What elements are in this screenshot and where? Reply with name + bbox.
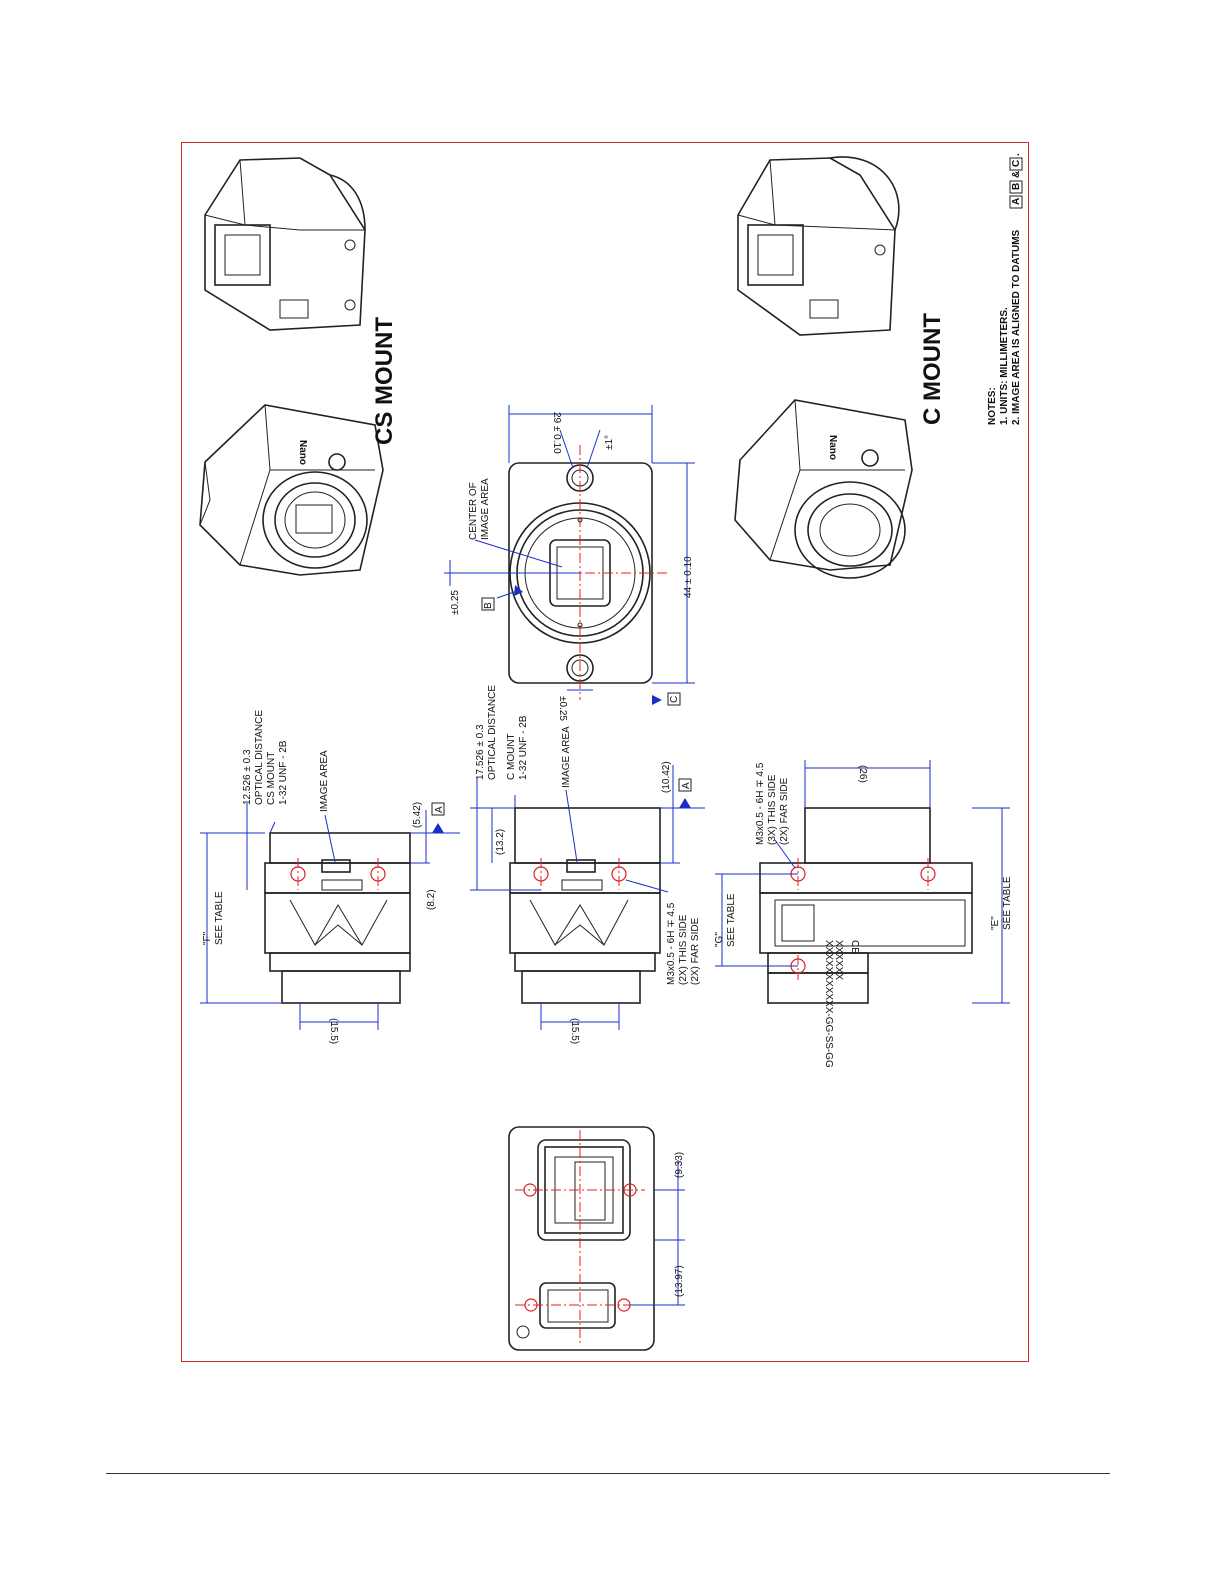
notes-heading: NOTES: [987, 387, 998, 425]
c-mount-spec: C MOUNT [506, 733, 517, 780]
cs-mount-spec: CS MOUNT [266, 752, 277, 805]
notes-datum-a: A [1011, 198, 1022, 205]
cs-dim-15-5: (15.5) [328, 1018, 339, 1044]
notes-amp: & [1011, 171, 1022, 178]
bottom-dim-26: (26) [857, 765, 868, 783]
c-dim-13-2: (13.2) [495, 829, 506, 855]
bottom-label-line-2: XXXXXX [833, 940, 844, 980]
drawing-sheet [181, 142, 1029, 1362]
front-dim-1-degree: ±1° [604, 435, 615, 450]
c-side-view [470, 765, 705, 1030]
c-mount-title: C MOUNT [919, 313, 946, 425]
bottom-view [715, 760, 1010, 1004]
c-m3-this-side: (2X) THIS SIDE [678, 914, 689, 985]
bottom-m3-spec: M3x0.5 - 6H ∓ 4.5 [755, 762, 766, 845]
front-dim-0-25-a: ±0.25 [450, 590, 461, 615]
cs-mount-title: CS MOUNT [371, 317, 398, 445]
cs-image-area-label: IMAGE AREA [319, 750, 330, 812]
ce-mark: CE [849, 940, 860, 954]
cs-mount-iso-front: Nano [199, 404, 384, 576]
cs-side-view [200, 802, 460, 1030]
front-view [444, 405, 695, 706]
cs-mount-iso-back [204, 157, 366, 331]
bottom-m3-far-side: (2X) FAR SIDE [779, 777, 790, 845]
nano-logo-c: Nano [827, 435, 838, 460]
cs-optical-distance-label: OPTICAL DISTANCE [254, 710, 265, 805]
front-datum-b: B [483, 602, 494, 609]
cs-dim-5-42: (5.42) [412, 802, 423, 828]
c-m3-far-side: (2X) FAR SIDE [690, 917, 701, 985]
nano-logo-cs: Nano [297, 440, 308, 465]
bottom-m3-this-side: (3X) THIS SIDE [767, 774, 778, 845]
front-dim-44: 44 ± 0.10 [683, 556, 694, 598]
back-dim-9-33: (9.33) [674, 1152, 685, 1178]
c-datum-a: A [681, 782, 692, 789]
c-dim-15-5: (15.5) [569, 1018, 580, 1044]
bottom-label-line-1: XXXXXXXXXXX-GG-SS-GG [823, 940, 834, 1068]
c-thread-spec: 1-32 UNF - 2B [518, 715, 529, 780]
cs-f-label: "F" [202, 931, 213, 945]
notes-datum-b: B [1011, 183, 1022, 190]
notes-line-1: 1. UNITS: MILLIMETERS. [999, 307, 1010, 425]
back-view [508, 1126, 685, 1351]
c-dim-10-42: (10.42) [661, 761, 672, 793]
front-dim-0-25-b: ±0.25 [557, 696, 568, 721]
center-of-image-label-2: IMAGE AREA [480, 478, 491, 540]
footer-rule [106, 1473, 1110, 1474]
c-g-label: "G" [714, 932, 725, 947]
front-dim-29: 29 ± 0.10 [551, 412, 562, 454]
cs-thread-spec: 1-32 UNF - 2B [278, 740, 289, 805]
front-datum-c: C [669, 696, 680, 703]
c-g-see-table: SEE TABLE [726, 893, 737, 947]
notes-line-2: 2. IMAGE AREA IS ALIGNED TO DATUMS [1011, 229, 1022, 425]
c-mount-iso-back [737, 156, 900, 336]
cs-optical-distance: 12.526 ± 0.3 [242, 749, 253, 805]
notes-block: NOTES: 1. UNITS: MILLIMETERS. 2. IMAGE A… [987, 153, 1023, 425]
bottom-e-label: "E" [990, 916, 1001, 930]
c-image-area-label: IMAGE AREA [561, 726, 572, 788]
c-optical-distance: 17.526 ± 0.3 [475, 724, 486, 780]
cs-datum-a: A [434, 806, 445, 813]
c-mount-iso-front: Nano [734, 399, 913, 579]
notes-period: . [1011, 153, 1022, 156]
back-dim-13-97: (13.97) [674, 1265, 685, 1297]
cs-dim-8-2: (8.2) [426, 889, 437, 910]
c-optical-distance-label: OPTICAL DISTANCE [487, 685, 498, 780]
bottom-e-see-table: SEE TABLE [1002, 876, 1013, 930]
notes-datum-c: C [1011, 160, 1022, 167]
center-of-image-label-1: CENTER OF [468, 482, 479, 540]
cs-f-see-table: SEE TABLE [214, 891, 225, 945]
c-m3-spec: M3x0.5 - 6H ∓ 4.5 [666, 902, 677, 985]
